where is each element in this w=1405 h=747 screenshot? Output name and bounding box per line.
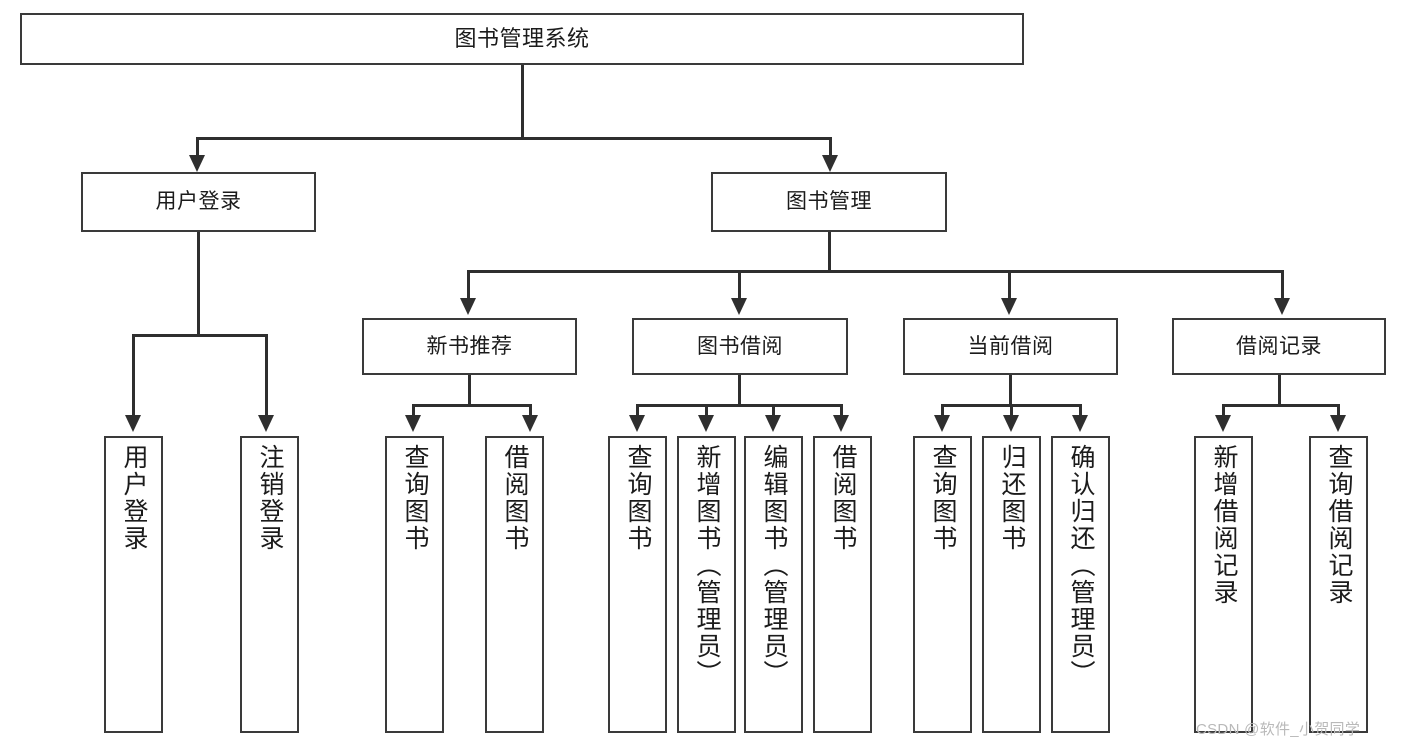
- leaf-edit-book-admin[interactable]: 编辑图书（管理员）: [744, 436, 803, 733]
- connector-root-to-book-manage: [829, 137, 832, 159]
- arrowhead-leaf-user-login-2: [258, 415, 274, 432]
- leaf-borrow-book[interactable]: 借阅图书: [813, 436, 872, 733]
- node-label: 确认归还（管理员）: [1067, 444, 1095, 687]
- arrowhead-current-borrow: [1001, 298, 1017, 315]
- node-root-system[interactable]: 图书管理系统: [20, 13, 1024, 65]
- connector-borrow-record-bus: [1222, 404, 1340, 407]
- connector-user-login-stem: [197, 232, 200, 336]
- connector-new-book-stem: [468, 375, 471, 406]
- node-borrow-record[interactable]: 借阅记录: [1172, 318, 1386, 375]
- connector-book-borrow-leaf-2: [705, 404, 708, 418]
- arrowhead-leaf-borrow-record-1: [1215, 415, 1231, 432]
- leaf-logout[interactable]: 注销登录: [240, 436, 299, 733]
- node-label: 图书管理: [786, 190, 872, 214]
- node-label: 借阅记录: [1236, 334, 1322, 358]
- node-label: 新增借阅记录: [1210, 444, 1238, 606]
- leaf-return-book[interactable]: 归还图书: [982, 436, 1041, 733]
- leaf-borrow-book-recommend[interactable]: 借阅图书: [485, 436, 544, 733]
- connector-current-borrow-leaf-2: [1010, 404, 1013, 418]
- leaf-add-borrow-record[interactable]: 新增借阅记录: [1194, 436, 1253, 733]
- connector-borrow-record-stem: [1278, 375, 1281, 406]
- leaf-user-login[interactable]: 用户登录: [104, 436, 163, 733]
- leaf-add-book-admin[interactable]: 新增图书（管理员）: [677, 436, 736, 733]
- arrowhead-book-manage: [822, 155, 838, 172]
- connector-root-bus: [196, 137, 832, 140]
- node-label: 查询图书: [624, 444, 652, 552]
- connector-book-manage-child-3: [1008, 270, 1011, 300]
- connector-book-manage-child-2: [738, 270, 741, 300]
- connector-borrow-record-leaf-2: [1337, 404, 1340, 418]
- leaf-query-book-recommend[interactable]: 查询图书: [385, 436, 444, 733]
- arrowhead-leaf-current-borrow-2: [1003, 415, 1019, 432]
- arrowhead-leaf-book-borrow-4: [833, 415, 849, 432]
- connector-root-stem: [521, 65, 524, 139]
- node-label: 用户登录: [120, 444, 148, 552]
- leaf-query-book-borrow[interactable]: 查询图书: [608, 436, 667, 733]
- connector-book-borrow-leaf-1: [636, 404, 639, 418]
- connector-book-manage-child-1: [467, 270, 470, 300]
- node-label: 用户登录: [155, 190, 242, 214]
- leaf-query-book-current[interactable]: 查询图书: [913, 436, 972, 733]
- node-book-borrow[interactable]: 图书借阅: [632, 318, 848, 375]
- node-book-management[interactable]: 图书管理: [711, 172, 947, 232]
- arrowhead-leaf-book-borrow-1: [629, 415, 645, 432]
- node-label: 归还图书: [998, 444, 1026, 552]
- connector-new-book-leaf-2: [529, 404, 532, 418]
- connector-book-manage-bus: [467, 270, 1284, 273]
- node-label: 借阅图书: [829, 444, 857, 552]
- node-label: 新书推荐: [426, 334, 513, 358]
- arrowhead-borrow-record: [1274, 298, 1290, 315]
- arrowhead-book-borrow: [731, 298, 747, 315]
- connector-current-borrow-leaf-1: [941, 404, 944, 418]
- arrowhead-user-login: [189, 155, 205, 172]
- connector-book-borrow-leaf-4: [840, 404, 843, 418]
- connector-current-borrow-stem: [1009, 375, 1012, 406]
- node-label: 查询图书: [401, 444, 429, 552]
- node-user-login[interactable]: 用户登录: [81, 172, 316, 232]
- node-label: 图书借阅: [697, 334, 783, 358]
- connector-user-login-leaf-1: [132, 334, 135, 418]
- arrowhead-leaf-current-borrow-3: [1072, 415, 1088, 432]
- node-label: 图书管理系统: [454, 25, 590, 51]
- arrowhead-new-book-recommend: [460, 298, 476, 315]
- node-current-borrow[interactable]: 当前借阅: [903, 318, 1118, 375]
- node-label: 借阅图书: [501, 444, 529, 552]
- arrowhead-leaf-new-book-2: [522, 415, 538, 432]
- connector-book-manage-stem: [828, 232, 831, 273]
- node-label: 查询借阅记录: [1325, 444, 1353, 606]
- arrowhead-leaf-user-login-1: [125, 415, 141, 432]
- arrowhead-leaf-book-borrow-3: [765, 415, 781, 432]
- connector-new-book-bus: [412, 404, 532, 407]
- connector-new-book-leaf-1: [412, 404, 415, 418]
- connector-user-login-leaf-2: [265, 334, 268, 418]
- node-label: 当前借阅: [967, 334, 1054, 358]
- arrowhead-leaf-book-borrow-2: [698, 415, 714, 432]
- connector-current-borrow-leaf-3: [1079, 404, 1082, 418]
- node-label: 新增图书（管理员）: [693, 444, 721, 687]
- leaf-query-borrow-record[interactable]: 查询借阅记录: [1309, 436, 1368, 733]
- connector-book-borrow-leaf-3: [772, 404, 775, 418]
- connector-root-to-user-login: [196, 137, 199, 159]
- node-label: 注销登录: [256, 444, 284, 552]
- arrowhead-leaf-current-borrow-1: [934, 415, 950, 432]
- connector-borrow-record-leaf-1: [1222, 404, 1225, 418]
- node-new-book-recommend[interactable]: 新书推荐: [362, 318, 577, 375]
- connector-book-manage-child-4: [1281, 270, 1284, 300]
- node-label: 查询图书: [929, 444, 957, 552]
- connector-book-borrow-stem: [738, 375, 741, 406]
- leaf-confirm-return-admin[interactable]: 确认归还（管理员）: [1051, 436, 1110, 733]
- connector-user-login-bus: [132, 334, 268, 337]
- arrowhead-leaf-new-book-1: [405, 415, 421, 432]
- connector-book-borrow-bus: [636, 404, 843, 407]
- arrowhead-leaf-borrow-record-2: [1330, 415, 1346, 432]
- node-label: 编辑图书（管理员）: [760, 444, 788, 687]
